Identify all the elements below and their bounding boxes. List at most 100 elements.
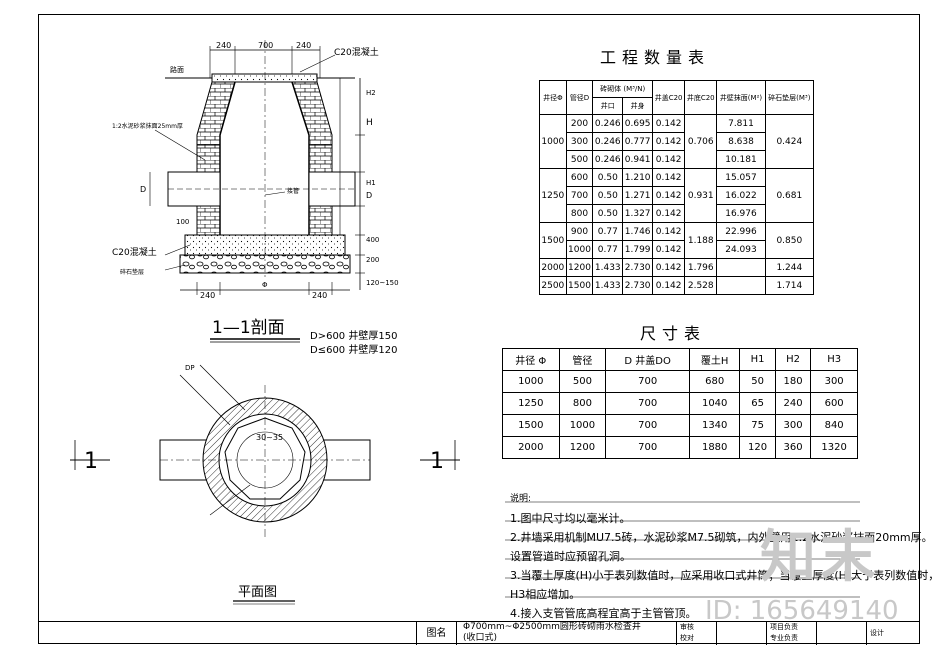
cell: 10.181	[716, 150, 766, 169]
cell: 1.433	[592, 276, 624, 295]
header-col8: 碎石垫层(M³)	[764, 80, 815, 115]
table-row: 1250 600 0.50 1.210 0.142 0.931 15.057 0…	[539, 168, 815, 223]
cell: 16.976	[716, 204, 766, 223]
table-row: 300 0.246 0.777 0.142 8.638	[540, 132, 814, 151]
dim-header: D 井盖DO	[605, 348, 691, 371]
cell: 0.77	[592, 240, 624, 259]
pipe-label: 接管	[287, 187, 299, 195]
cell: 0.246	[592, 150, 624, 169]
cell: 2000	[539, 258, 567, 277]
cell: 2500	[539, 276, 567, 295]
cell	[716, 276, 766, 295]
quantity-table-title: 工程数量表	[600, 48, 711, 67]
cell: 600	[565, 168, 594, 187]
title-block: 图名 Φ700mm~Φ2500mm圆形砖砌雨水检查井 (收口式) 审核 校对 项…	[38, 621, 920, 645]
cell: 1200	[558, 436, 607, 459]
cell: 120	[739, 436, 776, 459]
header-well-dia: 井径Φ	[539, 80, 567, 115]
cell: 1.799	[622, 240, 654, 259]
cell: 0.142	[652, 276, 686, 295]
cell: 1340	[689, 414, 741, 437]
title-name-cell: Φ700mm~Φ2500mm圆形砖砌雨水检查井 (收口式)	[456, 622, 676, 645]
cell: 680	[689, 370, 741, 393]
cell: 1500	[565, 276, 594, 295]
title-name: Φ700mm~Φ2500mm圆形砖砌雨水检查井	[463, 622, 641, 632]
cell: 700	[565, 186, 594, 205]
cell: 1040	[689, 392, 741, 415]
cell: 1500	[539, 222, 567, 259]
cell: 500	[558, 370, 607, 393]
c20-top-label: C20混凝土	[334, 46, 379, 58]
cell: 0.142	[652, 186, 686, 205]
title-role-cell: 审核 校对	[676, 622, 716, 645]
cell: 65	[739, 392, 776, 415]
cell: 0.246	[592, 132, 624, 151]
table-row: 1500 1000 700 1340 75 300 840	[502, 414, 858, 437]
cell: 500	[565, 150, 594, 169]
title-role-review: 审核	[680, 623, 694, 631]
cell: 50	[739, 370, 776, 393]
title-sign-cell-2	[816, 622, 866, 645]
dim-d-left: D	[140, 185, 146, 194]
dim-200: 200	[366, 256, 379, 264]
dimension-table: 井径 Φ 管径 D 井盖DO 覆土H H1 H2 H3 1000 500 700…	[502, 348, 858, 459]
cell: 1.796	[684, 258, 718, 277]
cell: 8.638	[716, 132, 766, 151]
dim-700: 700	[258, 41, 273, 50]
cell: 15.057	[716, 168, 766, 187]
cell: 700	[605, 436, 691, 459]
cell: 0.142	[652, 132, 686, 151]
dim-d: D	[366, 191, 372, 200]
plan-drawing: 1 1 30~35 DP 平面图	[70, 364, 460, 605]
header-pipe-dia: 管径D	[565, 80, 594, 115]
dim-240-left: 240	[216, 41, 231, 50]
cell: 700	[605, 370, 691, 393]
cell: 0.246	[592, 114, 624, 133]
cell: 1000	[502, 370, 560, 393]
cell: 0.424	[764, 114, 815, 169]
table-row: 1000 500 700 680 50 180 300	[502, 370, 858, 393]
cell: 1000	[565, 240, 594, 259]
note-line: 2.井墙采用机制MU7.5砖，水泥砂浆M7.5砌筑，内外壁用1:2水泥砂浆抹面2…	[510, 531, 933, 544]
notes-header: 说明:	[510, 494, 532, 504]
ground-label: 路面	[170, 65, 184, 74]
cell: 0.50	[592, 204, 624, 223]
dimension-table-title: 尺寸表	[640, 324, 707, 343]
header-brick-sub2: 井身	[622, 97, 654, 115]
cell: 600	[810, 392, 858, 415]
cell: 7.811	[716, 114, 766, 133]
dim-120-150: 120~150	[366, 279, 399, 287]
quantity-table: 井径Φ 管径D 砖砌体 (M³/N) 井盖C20 井底C20 井壁抹面(M²) …	[539, 80, 815, 295]
cell: 200	[565, 114, 594, 133]
cell: 0.142	[652, 168, 686, 187]
cell: 0.142	[652, 240, 686, 259]
cell: 75	[739, 414, 776, 437]
cell: 1250	[539, 168, 567, 223]
title-role-cell-2: 项目负责 专业负责	[766, 622, 816, 645]
drawing-frame	[38, 14, 920, 644]
table-row: 2000 1200 700 1880 120 360 1320	[502, 436, 858, 459]
cell: 1.714	[764, 276, 815, 295]
cell: 0.142	[652, 150, 686, 169]
plan-title: 平面图	[238, 585, 277, 600]
gravel-label: 碎石垫层	[120, 268, 144, 276]
header-c20-base: 井底C20	[684, 80, 718, 115]
header-brick-sub1: 井口	[592, 97, 624, 115]
cell: 1.746	[622, 222, 654, 241]
dim-bottom-right: 240	[312, 291, 327, 300]
title-name-2: (收口式)	[463, 633, 498, 643]
cell: 0.50	[592, 168, 624, 187]
cell: 0.681	[764, 168, 815, 223]
dim-bottom-left: 240	[200, 291, 215, 300]
cell: 700	[605, 414, 691, 437]
cell: 300	[774, 414, 812, 437]
cell: 0.142	[652, 114, 686, 133]
cell	[716, 258, 766, 277]
plan-mark-left: 1	[84, 449, 98, 474]
note-line: 设置管道时应预留孔洞。	[510, 550, 631, 563]
notes: 说明: 1.图中尺寸均以毫米计。 2.井墙采用机制MU7.5砖，水泥砂浆M7.5…	[510, 490, 935, 623]
title-name-label: 图名	[416, 622, 456, 645]
cell: 300	[810, 370, 858, 393]
cell: 0.142	[652, 222, 686, 241]
